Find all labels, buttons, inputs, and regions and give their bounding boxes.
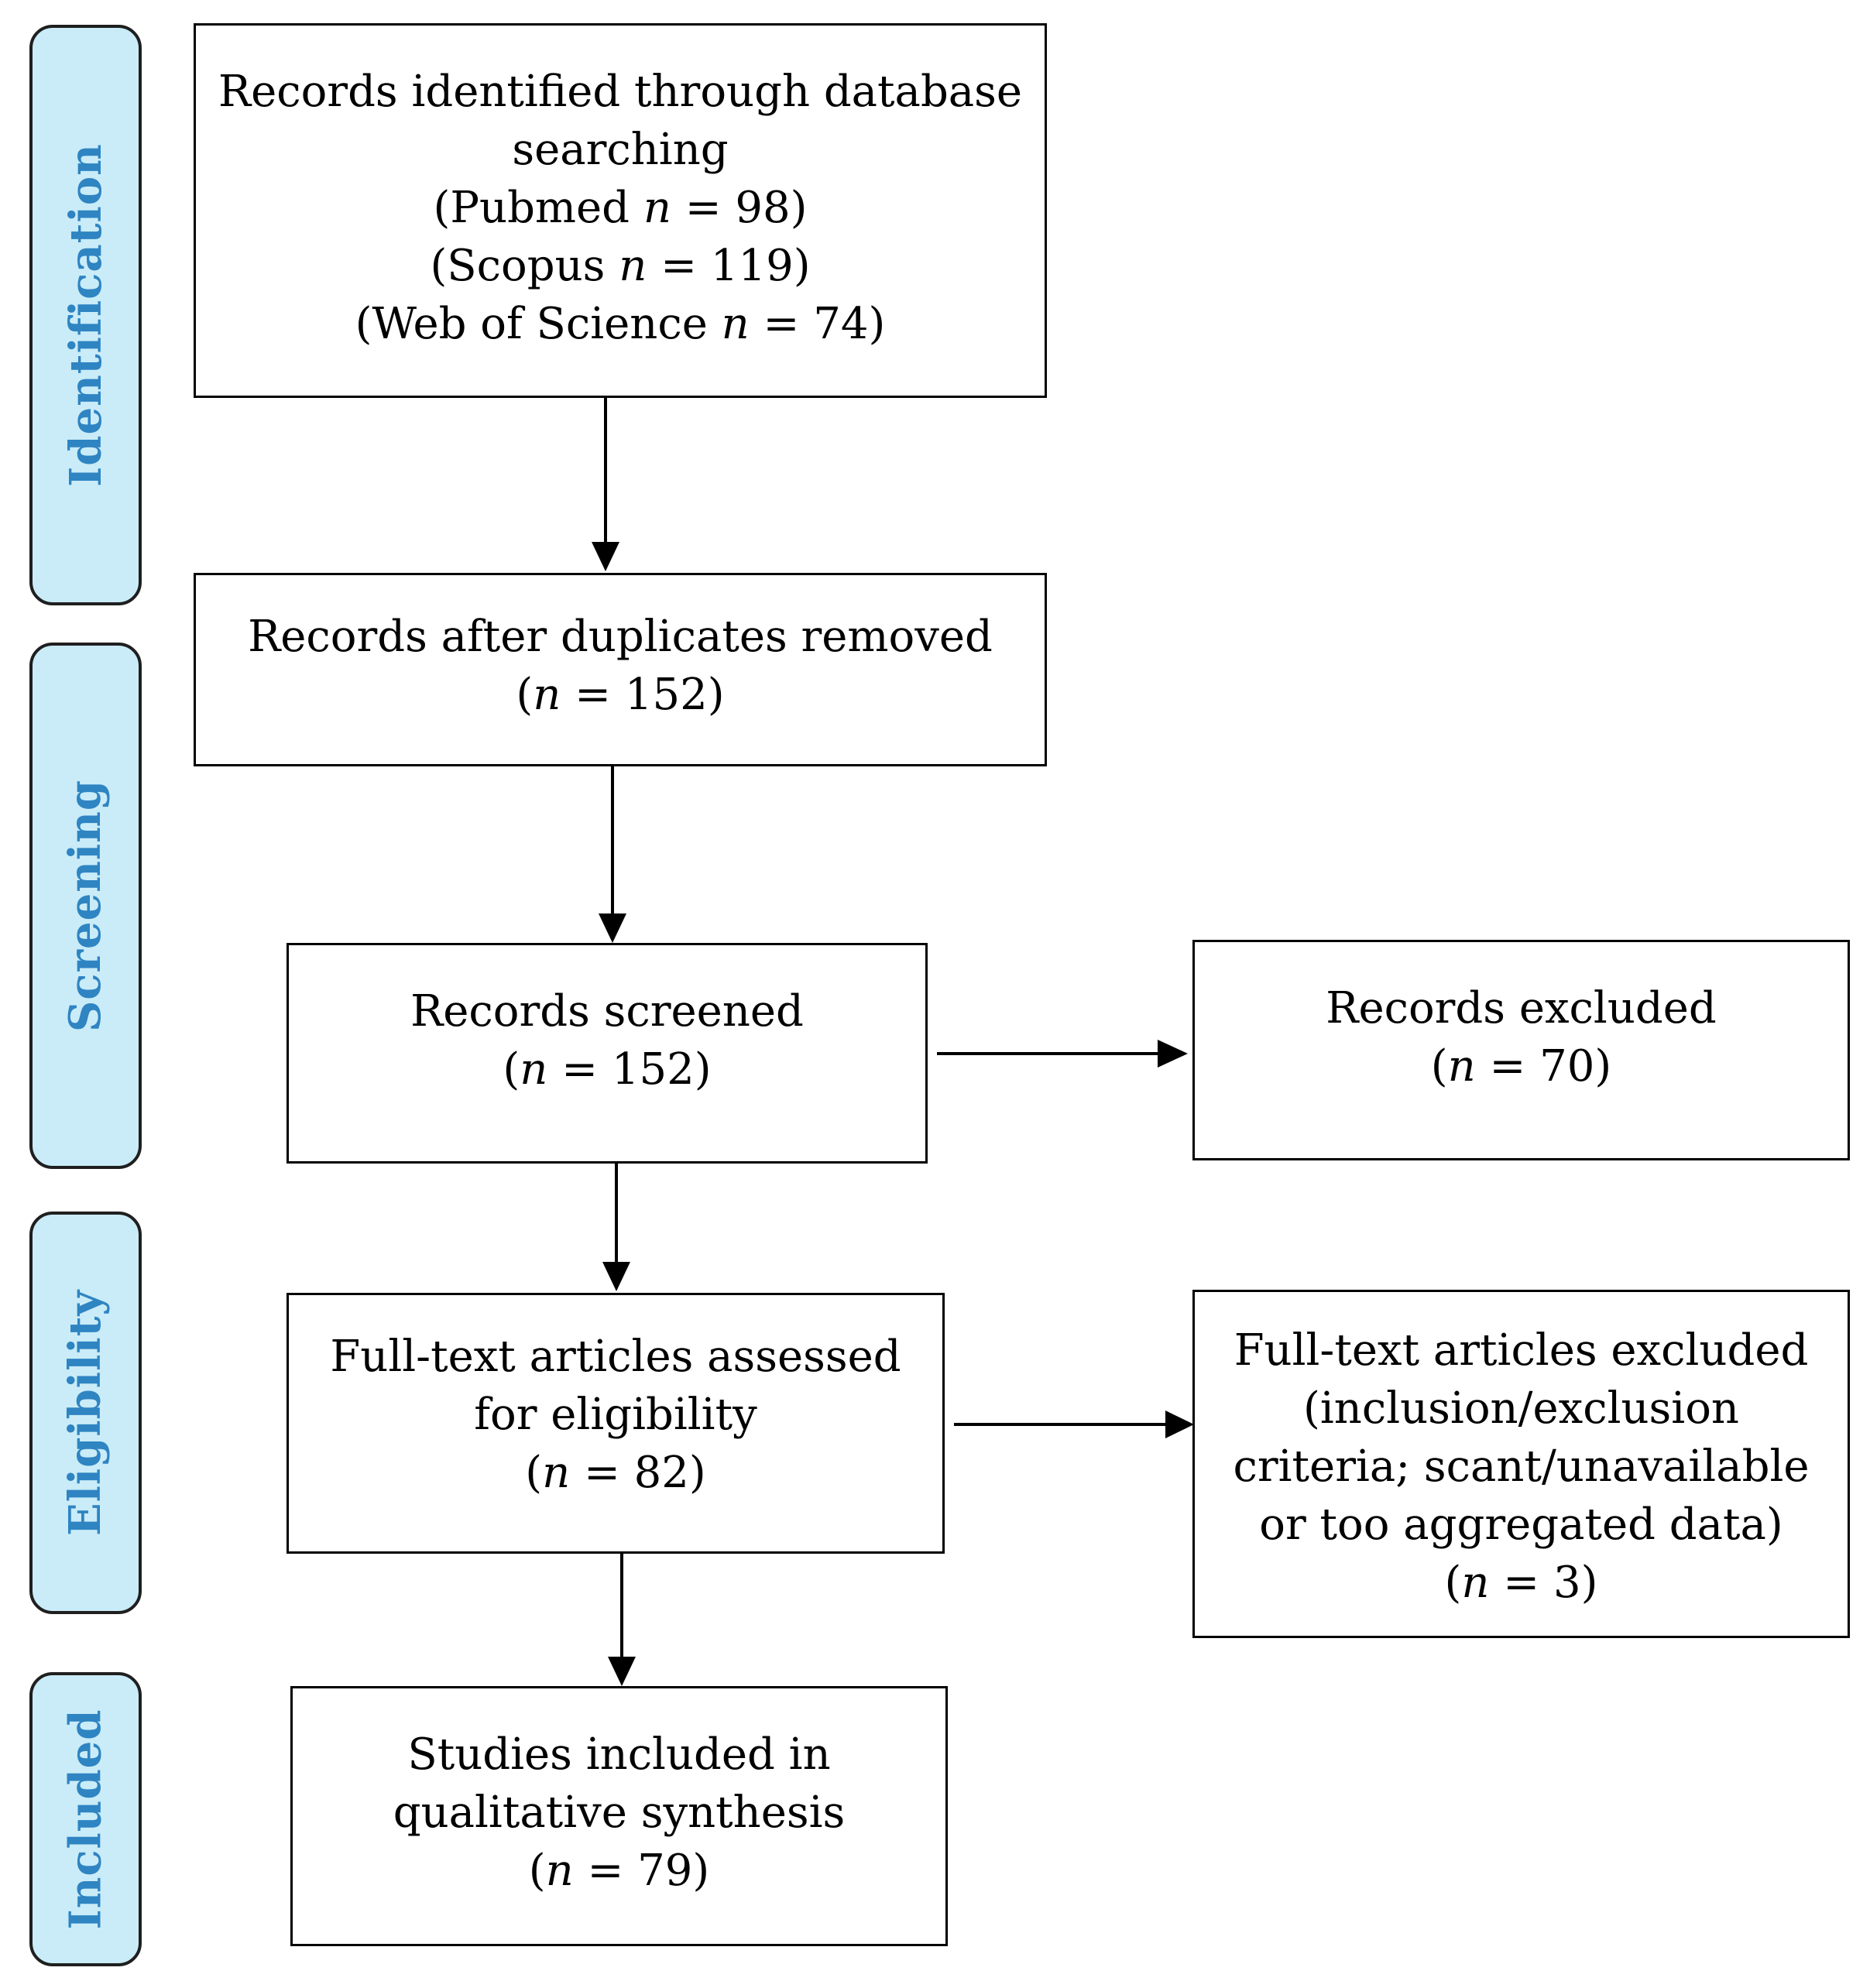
box-text-line: criteria; scant/unavailable: [1233, 1441, 1810, 1492]
records-identified-box: Records identified through database sear…: [194, 23, 1047, 398]
box-text-line: (inclusion/exclusion: [1303, 1383, 1739, 1434]
arrowhead-right: [1165, 1410, 1194, 1438]
count-line: (Web of Science n = 74): [355, 299, 886, 349]
box-text-line: Full-text articles assessed: [330, 1332, 901, 1382]
count-line: (n = 82): [525, 1448, 706, 1498]
box-text-line: searching: [512, 125, 729, 175]
fulltext-excluded-box: Full-text articles excluded (inclusion/e…: [1192, 1290, 1850, 1638]
records-screened-box: Records screened (n = 152): [287, 943, 928, 1164]
fulltext-assessed-box: Full-text articles assessed for eligibil…: [287, 1293, 945, 1554]
count-line: (Scopus n = 119): [430, 241, 811, 291]
count-line: (n = 79): [528, 1846, 710, 1896]
box-text-line: Records screened: [410, 986, 804, 1037]
studies-included-box: Studies included in qualitative synthesi…: [290, 1686, 948, 1946]
records-excluded-box: Records excluded (n = 70): [1192, 940, 1850, 1160]
count-line: (Pubmed n = 98): [433, 183, 808, 233]
arrowhead-down: [608, 1657, 636, 1686]
box-text-line: Records identified through database: [218, 67, 1023, 117]
phase-included: Included: [29, 1672, 142, 1966]
phase-eligibility: Eligibility: [29, 1212, 142, 1614]
count-line: (n = 152): [503, 1044, 712, 1095]
arrowhead-down: [599, 913, 626, 943]
count-line: (n = 70): [1430, 1041, 1612, 1092]
arrowhead-down: [602, 1262, 630, 1291]
phase-identification: Identification: [29, 25, 142, 605]
arrowhead-right: [1158, 1040, 1188, 1068]
arrowhead-down: [592, 542, 619, 571]
box-text-line: for eligibility: [474, 1390, 757, 1440]
box-text-line: Records excluded: [1326, 983, 1717, 1033]
count-line: (n = 152): [516, 670, 725, 720]
box-text-line: qualitative synthesis: [393, 1787, 846, 1838]
box-text-line: Studies included in: [407, 1729, 831, 1780]
box-text-line: Records after duplicates removed: [248, 612, 993, 662]
count-line: (n = 3): [1444, 1558, 1598, 1608]
records-after-duplicates-box: Records after duplicates removed (n = 15…: [194, 573, 1047, 766]
box-text-line: Full-text articles excluded: [1234, 1325, 1809, 1376]
phase-screening: Screening: [29, 643, 142, 1169]
box-text-line: or too aggregated data): [1259, 1500, 1783, 1550]
